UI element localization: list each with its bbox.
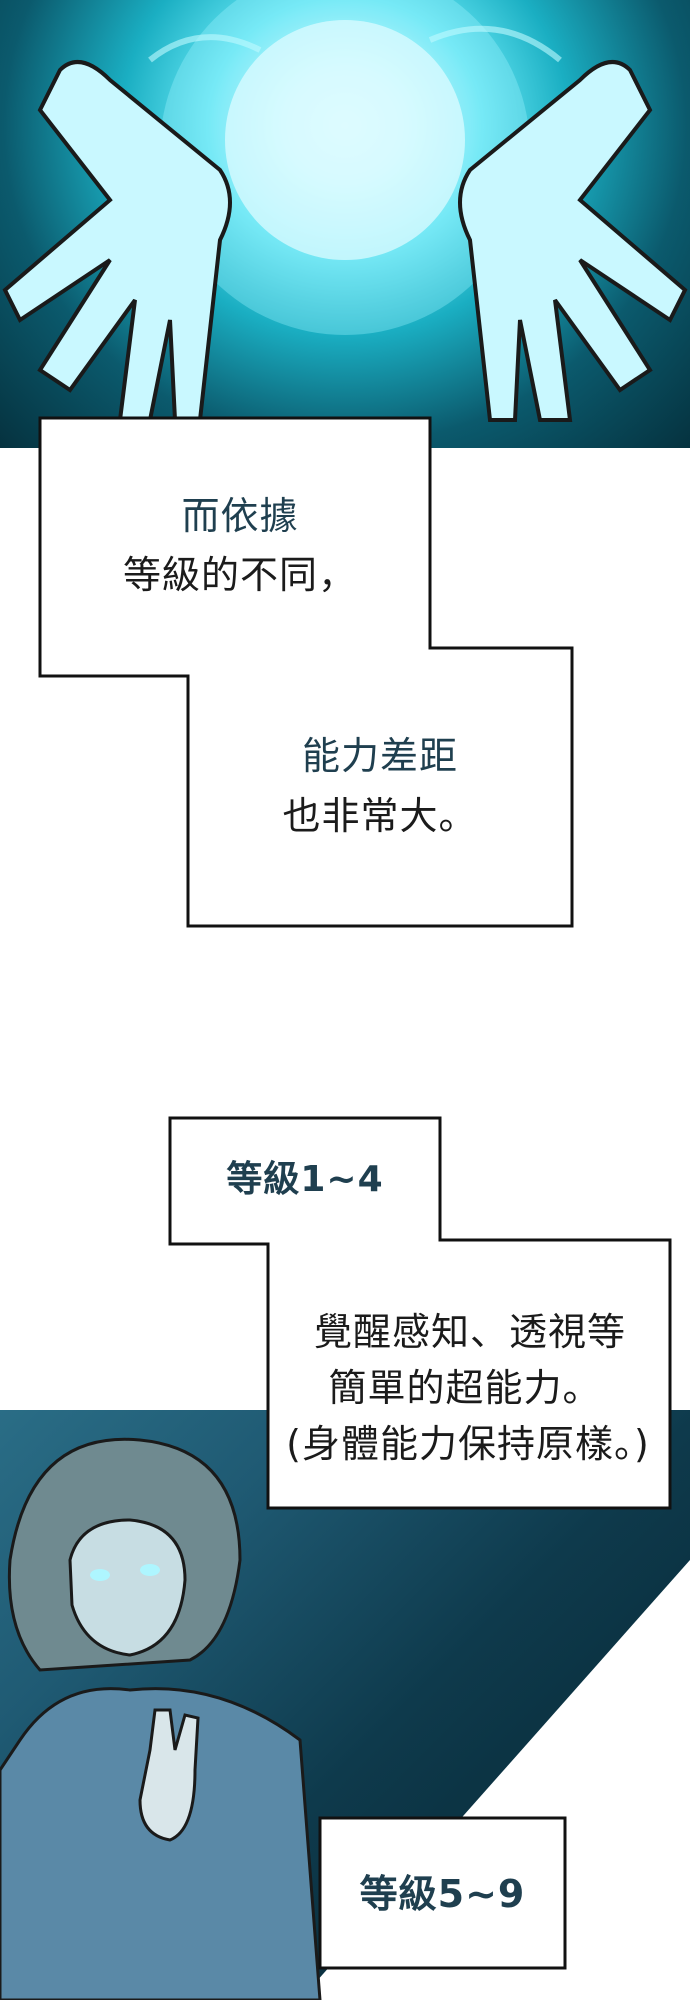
top-panel-illustration	[0, 0, 690, 448]
energy-orb	[225, 20, 465, 260]
caption-1-line-2: 等級的不同，	[122, 553, 357, 597]
caption-1-line-1: 而依據	[181, 494, 299, 538]
caption-4-line-2: 簡單的超能力。	[328, 1366, 602, 1410]
caption-2-line-1: 能力差距	[301, 734, 458, 778]
glowing-hands-drawing	[2, 0, 688, 422]
caption-4-line-3: (身體能力保持原樣。)	[286, 1422, 650, 1466]
caption-5-title: 等級5~9	[359, 1872, 526, 1916]
girl-hand	[138, 1708, 200, 1842]
energy-halo	[160, 0, 530, 335]
left-hand	[2, 60, 232, 422]
left-eye	[90, 1569, 110, 1581]
caption-3-title: 等級1~4	[226, 1159, 384, 1200]
right-hand	[458, 60, 688, 422]
right-eye	[140, 1564, 160, 1576]
girl-face	[68, 1518, 187, 1657]
caption-2-line-2: 也非常大。	[282, 794, 478, 838]
girl-shirt	[0, 1687, 322, 2000]
caption-4-line-1: 覺醒感知、透視等	[313, 1310, 626, 1354]
